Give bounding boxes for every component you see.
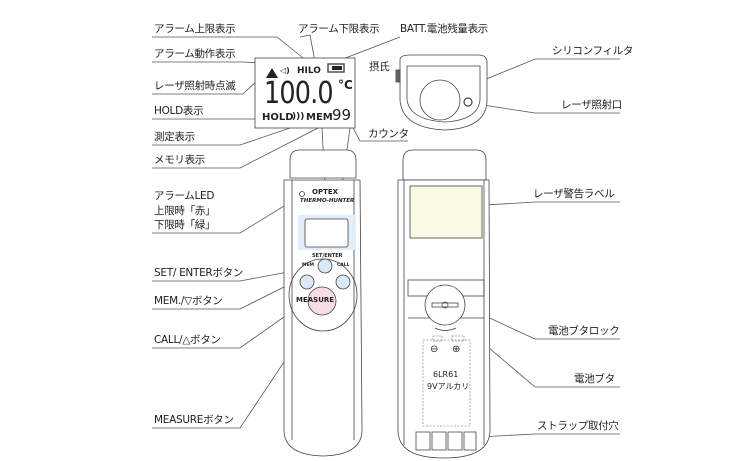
label-alarm-active: アラーム動作表示 bbox=[154, 48, 236, 60]
battery-type: 6LR61 bbox=[433, 370, 459, 379]
sensor-head-inner bbox=[406, 65, 481, 123]
lcd-count: 99 bbox=[332, 106, 352, 124]
label-cover: 電池ブタ bbox=[574, 373, 615, 385]
label-laser-blink: レーザ照射時点滅 bbox=[154, 80, 236, 92]
device-screen bbox=[304, 218, 349, 248]
sensor-head bbox=[399, 54, 488, 131]
plus-terminal: ⊕ bbox=[452, 344, 461, 355]
label-alarm-led-green: 下限時「緑」 bbox=[154, 219, 216, 231]
mem-text: MEM bbox=[302, 263, 315, 268]
lcd-reading: 100.0 bbox=[264, 76, 334, 111]
front-device bbox=[283, 149, 363, 457]
silicon-filter bbox=[419, 79, 461, 121]
speaker-icon: ◁) bbox=[280, 66, 290, 75]
lcd-mem: MEM bbox=[306, 112, 333, 123]
battery-cover-lock bbox=[424, 284, 466, 326]
label-mem-down: MEM./▽ボタン bbox=[154, 295, 223, 307]
label-cover-lock: 電池ブタロック bbox=[548, 325, 620, 337]
brand-logo: OPTEX bbox=[312, 188, 339, 196]
laser-port bbox=[463, 97, 473, 107]
strap-holes bbox=[415, 431, 477, 451]
minus-terminal: ⊖ bbox=[430, 344, 439, 355]
label-alarm-led-red: 上限時「赤」 bbox=[154, 205, 216, 217]
laser-warning-label bbox=[409, 185, 483, 239]
label-celsius: 摂氏 bbox=[369, 61, 390, 73]
measuring-icon: ))) bbox=[292, 112, 305, 122]
label-hold: HOLD表示 bbox=[154, 105, 204, 117]
call-text: CALL bbox=[337, 263, 350, 268]
alarm-led bbox=[299, 191, 305, 197]
back-device bbox=[397, 149, 491, 459]
label-memory: メモリ表示 bbox=[154, 154, 205, 166]
battery-icon bbox=[327, 63, 345, 73]
lcd-unit: °C bbox=[338, 78, 353, 92]
label-measuring: 測定表示 bbox=[154, 131, 195, 143]
sensor-side-tab bbox=[395, 69, 401, 83]
measure-button bbox=[307, 286, 337, 316]
mem-button bbox=[299, 274, 315, 290]
label-alarm-lower: アラーム下限表示 bbox=[298, 23, 380, 35]
model-name: THERMO-HUNTER bbox=[300, 198, 355, 204]
measure-text: MEASURE bbox=[296, 296, 335, 304]
label-laser-port: レーザ照射口 bbox=[561, 99, 622, 111]
label-set-enter: SET/ ENTERボタン bbox=[154, 267, 244, 279]
label-call-up: CALL/△ボタン bbox=[154, 334, 221, 346]
leader-lines bbox=[152, 34, 620, 439]
label-battery: BATT.電池残量表示 bbox=[400, 23, 489, 35]
label-strap-hole: ストラップ取付穴 bbox=[537, 420, 619, 432]
call-button bbox=[335, 274, 351, 290]
battery-desc: 9Vアルカリ bbox=[427, 382, 470, 391]
label-silicon-filter: シリコンフィルタ bbox=[552, 45, 634, 57]
battery-level-icon bbox=[332, 66, 342, 70]
lcd-hold: HOLD bbox=[262, 112, 294, 123]
set-enter-text: SET/ENTER bbox=[312, 253, 343, 259]
label-alarm-led: アラームLED bbox=[154, 190, 215, 202]
label-measure: MEASUREボタン bbox=[154, 414, 234, 426]
laser-icon bbox=[266, 68, 278, 78]
label-alarm-upper: アラーム上限表示 bbox=[154, 23, 236, 35]
label-laser-warning: レーザ警告ラベル bbox=[533, 188, 615, 200]
label-counter: カウンタ bbox=[368, 128, 409, 140]
lcd-hilo: HILO bbox=[297, 66, 321, 76]
set-enter-button bbox=[317, 258, 333, 274]
